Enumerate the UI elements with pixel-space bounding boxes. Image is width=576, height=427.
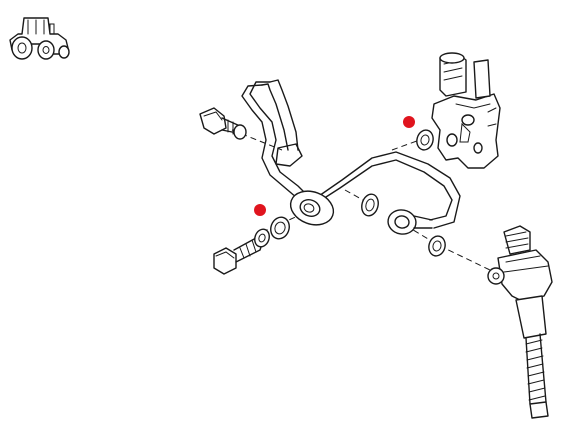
- upper-banjo-bolt: [199, 107, 247, 140]
- callout-marker-pump-washer: [403, 116, 415, 128]
- washer-pump-outlet: [416, 129, 434, 151]
- washer-center-right: [361, 193, 379, 217]
- washer-lower-left-inner: [270, 216, 290, 240]
- fuel-injector: [487, 225, 553, 419]
- washer-lower-left-outer: [254, 228, 270, 248]
- fuel-injection-pump: [431, 52, 501, 169]
- banjo-fitting: [289, 190, 335, 226]
- lower-banjo-bolt: [213, 237, 263, 275]
- fuel-injection-pipe: [241, 79, 461, 229]
- callout-marker-banjo-washer: [254, 204, 266, 216]
- tractor-icon: [9, 17, 70, 60]
- sealing-washers: [254, 129, 446, 257]
- injector-banjo-fitting: [387, 209, 433, 235]
- washer-injector: [428, 235, 446, 257]
